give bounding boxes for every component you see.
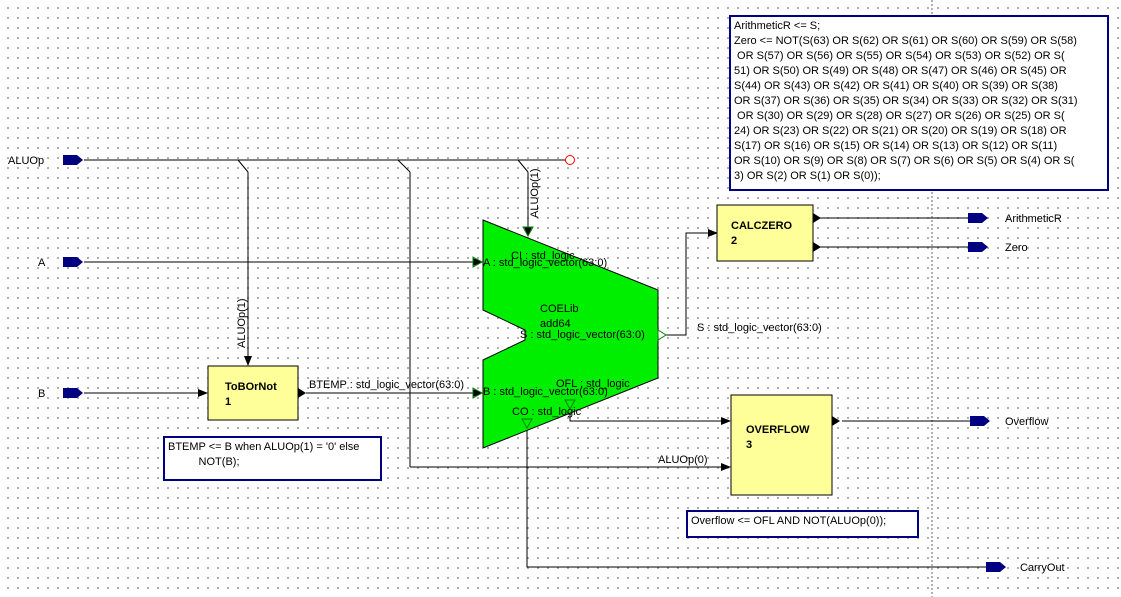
note-zero-line: 51) OR S(50) OR S(49) OR S(48) OR S(47) … xyxy=(734,65,1067,77)
signal-label-btemp: BTEMP : std_logic_vector(63:0) xyxy=(309,379,464,391)
wire-co xyxy=(526,427,986,568)
port-aluop-icon[interactable] xyxy=(63,155,83,165)
note-btemp-line: NOT(B); xyxy=(168,456,240,468)
port-label-zero: Zero xyxy=(1005,242,1028,254)
wire-s xyxy=(666,229,718,336)
port-label-b: B xyxy=(38,388,45,400)
note-zero-line: OR S(57) OR S(56) OR S(55) OR S(54) OR S… xyxy=(734,50,1065,62)
port-label-aluop: ALUOp xyxy=(8,155,44,167)
block-calczero-out-pin-1 xyxy=(813,213,821,223)
wire-ofl xyxy=(569,408,731,425)
adder-add64-body[interactable] xyxy=(482,219,659,449)
block-overflow-name: OVERFLOW xyxy=(746,424,810,436)
signal-label-aluop0: ALUOp(0) xyxy=(658,454,708,466)
port-arithmeticr-icon[interactable] xyxy=(968,213,988,223)
note-zero-code[interactable]: ArithmeticR <= S; Zero <= NOT(S(63) OR S… xyxy=(729,15,1109,191)
input-ports: ALUOp A B xyxy=(8,155,83,400)
adder-pin-a-label: A : std_logic_vector(63:0) xyxy=(483,257,607,269)
adder-pin-s xyxy=(657,329,667,341)
adder-lib-label: COELib xyxy=(540,303,579,315)
wire-aluop-ripper-1 xyxy=(237,159,249,173)
block-tobornot-out-pin xyxy=(298,388,306,398)
port-label-overflow: Overflow xyxy=(1005,416,1048,428)
note-btemp-line: BTEMP <= B when ALUOp(1) = '0' else xyxy=(168,441,360,453)
port-label-carryout: CarryOut xyxy=(1020,562,1065,574)
block-tobornot-num: 1 xyxy=(225,396,231,408)
signal-label-s: S : std_logic_vector(63:0) xyxy=(697,322,822,334)
signal-label-aluop1-tobornot: ALUOp(1) xyxy=(236,298,248,348)
output-ports: ArithmeticR Zero Overflow CarryOut xyxy=(968,213,1065,574)
wire-aluop-ripper-3 xyxy=(517,159,529,173)
wire-aluop-ripper-2 xyxy=(397,159,411,173)
note-overflow-code[interactable]: Overflow <= OFL AND NOT(ALUOp(0)); xyxy=(686,510,919,538)
block-calczero[interactable]: CALCZERO 2 xyxy=(716,204,821,262)
bus-end-marker xyxy=(565,155,575,165)
adder-pin-b-label: B : std_logic_vector(63:0) xyxy=(483,386,608,398)
note-btemp-code[interactable]: BTEMP <= B when ALUOp(1) = '0' else NOT(… xyxy=(163,436,382,481)
adder-name-label: add64 xyxy=(540,318,571,330)
block-overflow-body[interactable] xyxy=(730,394,833,496)
note-zero-line: OR S(30) OR S(29) OR S(28) OR S(27) OR S… xyxy=(734,110,1065,122)
adder-pin-ci xyxy=(522,226,534,238)
note-zero-line: S(17) OR S(16) OR S(15) OR S(14) OR S(13… xyxy=(734,140,1058,152)
note-zero-line: OR S(37) OR S(36) OR S(35) OR S(34) OR S… xyxy=(734,95,1078,107)
port-label-arithmeticr: ArithmeticR xyxy=(1005,213,1062,225)
port-overflow-icon[interactable] xyxy=(970,416,990,426)
block-tobornot-name: ToBOrNot xyxy=(225,381,277,393)
note-zero-line: 24) OR S(23) OR S(22) OR S(21) OR S(20) … xyxy=(734,125,1067,137)
block-tobornot-body[interactable] xyxy=(207,365,299,421)
adder-pin-co-label: CO : std_logic xyxy=(512,406,582,418)
port-a-icon[interactable] xyxy=(63,257,83,267)
adder-pin-s-label: S : std_logic_vector(63:0) xyxy=(520,329,645,341)
note-zero-line: S(44) OR S(43) OR S(42) OR S(41) OR S(40… xyxy=(734,80,1058,92)
note-overflow-line: Overflow <= OFL AND NOT(ALUOp(0)); xyxy=(691,515,887,527)
block-calczero-name: CALCZERO xyxy=(731,220,793,232)
block-tobornot[interactable]: ToBOrNot 1 xyxy=(207,365,306,421)
signal-label-aluop1-ci: ALUOp(1) xyxy=(529,168,541,218)
block-calczero-out-pin-2 xyxy=(813,242,821,252)
note-zero-line: Zero <= NOT(S(63) OR S(62) OR S(61) OR S… xyxy=(734,35,1077,47)
block-overflow-num: 3 xyxy=(746,439,752,451)
port-label-a: A xyxy=(38,257,46,269)
port-carryout-icon[interactable] xyxy=(986,562,1006,572)
note-zero-line: OR S(10) OR S(9) OR S(8) OR S(7) OR S(6)… xyxy=(734,155,1075,167)
block-calczero-body[interactable] xyxy=(716,204,814,262)
note-zero-line: 3) OR S(2) OR S(1) OR S(0)); xyxy=(734,170,881,182)
adder-pin-ofl-label: OFL : std_logic xyxy=(556,378,630,390)
block-overflow-out-pin xyxy=(832,416,840,426)
port-b-icon[interactable] xyxy=(63,388,83,398)
block-overflow[interactable]: OVERFLOW 3 xyxy=(730,394,840,496)
note-zero-line: ArithmeticR <= S; xyxy=(734,20,821,32)
port-zero-icon[interactable] xyxy=(968,242,988,252)
adder-pin-co xyxy=(521,418,533,430)
adder-pin-a xyxy=(472,256,484,268)
adder-pin-b xyxy=(472,387,484,399)
adder-pin-ci-label: CI : std_logic xyxy=(511,250,575,262)
block-calczero-num: 2 xyxy=(731,235,737,247)
adder-pin-ofl xyxy=(564,399,576,411)
